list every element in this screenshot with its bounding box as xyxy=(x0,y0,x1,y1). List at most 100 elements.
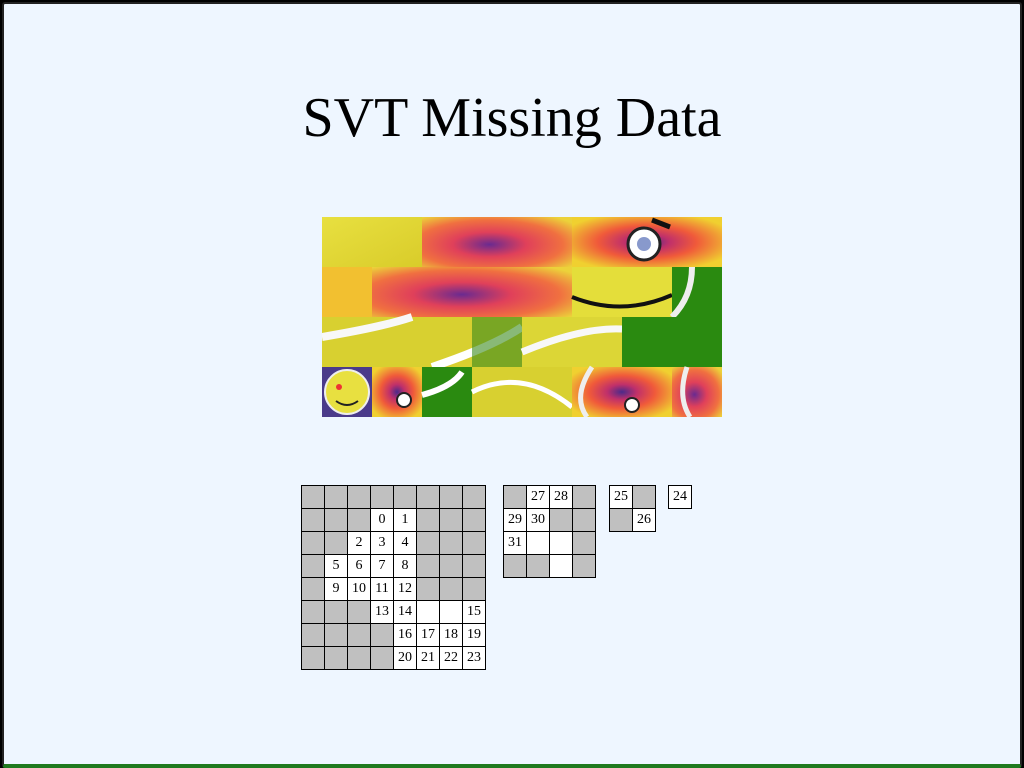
numbered-cell: 28 xyxy=(549,485,573,509)
numbered-cell: 9 xyxy=(324,577,348,601)
tiny-grid: 24 xyxy=(668,485,692,509)
missing-cell xyxy=(324,623,348,647)
mouth-curve xyxy=(578,365,595,417)
mouth-curve xyxy=(571,293,673,309)
missing-cell xyxy=(301,600,325,624)
numbered-cell: 27 xyxy=(526,485,550,509)
numbered-cell: 7 xyxy=(370,554,394,578)
missing-cell xyxy=(370,485,394,509)
numbered-cell: 31 xyxy=(503,531,527,555)
numbered-cell: 1 xyxy=(393,508,417,532)
missing-cell xyxy=(439,531,463,555)
eye-shape xyxy=(396,392,412,408)
missing-cell xyxy=(301,577,325,601)
grid-row: 24 xyxy=(668,485,692,509)
missing-cell xyxy=(416,485,440,509)
numbered-cell: 25 xyxy=(609,485,633,509)
tile xyxy=(322,217,422,267)
missing-cell xyxy=(503,554,527,578)
missing-cell xyxy=(301,531,325,555)
numbered-cell: 21 xyxy=(416,646,440,670)
missing-cell xyxy=(370,623,394,647)
missing-cell xyxy=(347,600,371,624)
eye-shape xyxy=(624,397,640,413)
missing-cell xyxy=(462,508,486,532)
numbered-cell: 22 xyxy=(439,646,463,670)
grid-row: 31 xyxy=(503,531,596,555)
numbered-cell: 5 xyxy=(324,554,348,578)
missing-cell xyxy=(439,485,463,509)
numbered-cell: 24 xyxy=(668,485,692,509)
missing-cell xyxy=(301,623,325,647)
tile xyxy=(472,367,572,417)
smiley-mosaic-image xyxy=(322,217,722,417)
missing-cell xyxy=(347,508,371,532)
missing-cell xyxy=(609,508,633,532)
missing-cell xyxy=(462,531,486,555)
numbered-cell: 12 xyxy=(393,577,417,601)
missing-cell xyxy=(462,485,486,509)
mouth-curve xyxy=(470,379,574,409)
slide-title: SVT Missing Data xyxy=(302,87,722,149)
numbered-cell: 3 xyxy=(370,531,394,555)
smiley-eye xyxy=(336,384,342,390)
mouth-curve xyxy=(322,313,414,341)
numbered-cell: 16 xyxy=(393,623,417,647)
missing-cell xyxy=(324,646,348,670)
missing-cell xyxy=(370,646,394,670)
numbered-cell: 17 xyxy=(416,623,440,647)
numbered-cell: 15 xyxy=(462,600,486,624)
grid-row: 25 xyxy=(609,485,656,509)
mouth-curve xyxy=(421,370,465,398)
numbered-cell: 6 xyxy=(347,554,371,578)
empty-cell xyxy=(526,531,550,555)
grid-row: 26 xyxy=(609,508,656,532)
pupil-shape xyxy=(637,237,651,251)
numbered-cell: 29 xyxy=(503,508,527,532)
numbered-cell: 13 xyxy=(370,600,394,624)
missing-cell xyxy=(526,554,550,578)
grid-row xyxy=(301,485,486,509)
empty-cell xyxy=(549,531,573,555)
missing-cell xyxy=(324,485,348,509)
numbered-cell: 19 xyxy=(462,623,486,647)
empty-cell xyxy=(416,600,440,624)
missing-cell xyxy=(324,508,348,532)
missing-cell xyxy=(416,531,440,555)
tile xyxy=(372,367,422,417)
tile xyxy=(672,367,722,417)
numbered-cell: 30 xyxy=(526,508,550,532)
tile xyxy=(572,267,672,317)
missing-cell xyxy=(416,577,440,601)
mouth-curve xyxy=(680,366,693,417)
tile xyxy=(622,317,722,367)
missing-cell xyxy=(439,508,463,532)
empty-cell xyxy=(549,554,573,578)
mouth-curve xyxy=(520,325,623,356)
missing-cell xyxy=(549,508,573,532)
missing-cell xyxy=(572,485,596,509)
numbered-cell: 0 xyxy=(370,508,394,532)
missing-cell xyxy=(572,554,596,578)
numbered-cell: 4 xyxy=(393,531,417,555)
missing-cell xyxy=(416,554,440,578)
tile xyxy=(472,317,522,367)
numbered-cell: 11 xyxy=(370,577,394,601)
missing-cell xyxy=(347,485,371,509)
numbered-cell: 2 xyxy=(347,531,371,555)
numbered-cell: 20 xyxy=(393,646,417,670)
numbered-cell: 8 xyxy=(393,554,417,578)
mosaic-svg xyxy=(322,217,722,417)
tile xyxy=(322,267,372,317)
numbered-cell: 14 xyxy=(393,600,417,624)
